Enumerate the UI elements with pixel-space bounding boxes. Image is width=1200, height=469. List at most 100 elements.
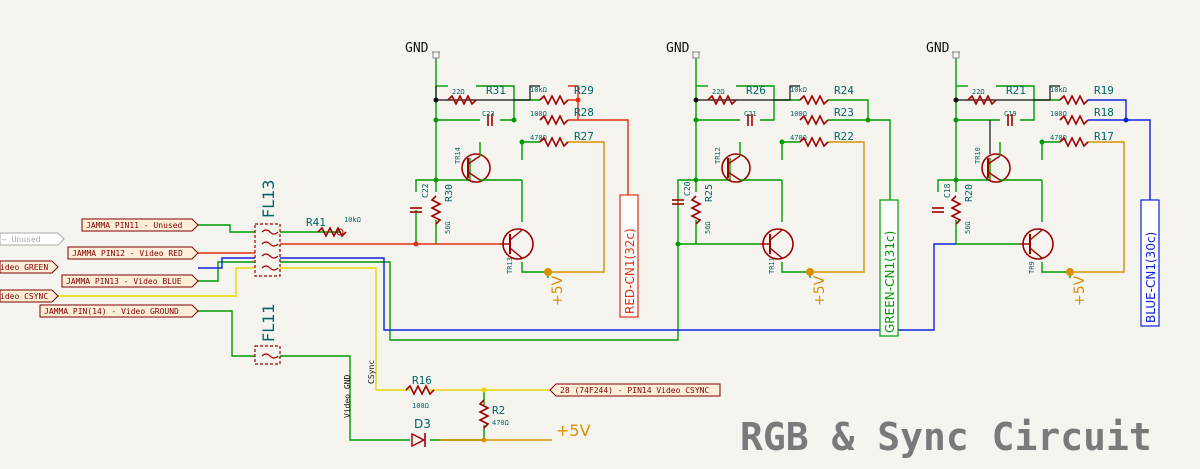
page-title: RGB & Sync Circuit bbox=[740, 415, 1152, 459]
svg-text:TR14: TR14 bbox=[454, 147, 462, 164]
svg-text:JAMMA PIN(14) - Video GROUND: JAMMA PIN(14) - Video GROUND bbox=[44, 307, 179, 316]
r25-ref: R25 bbox=[704, 184, 715, 202]
gnd-label: GND bbox=[666, 41, 690, 56]
output-label-blue: BLUE-CN1(30c) bbox=[1140, 199, 1160, 327]
capacitor-c19: C19 bbox=[1004, 110, 1017, 126]
orange-wires bbox=[440, 141, 1125, 441]
label-video-green: ideo GREEN bbox=[0, 260, 59, 274]
r19-value: 10kΩ bbox=[1050, 86, 1067, 94]
svg-text:TR13: TR13 bbox=[506, 257, 514, 274]
svg-text:C21: C21 bbox=[744, 110, 757, 118]
blue-wires bbox=[198, 99, 1151, 331]
svg-text:D3: D3 bbox=[414, 417, 431, 431]
r24-value: 10kΩ bbox=[790, 86, 807, 94]
capacitor-c18: C18 bbox=[932, 183, 952, 213]
r28-ref: R28 bbox=[574, 106, 594, 119]
r17-ref: R17 bbox=[1094, 130, 1114, 143]
label-csync-out: 28 (74F244) - PIN14 Video CSYNC bbox=[549, 383, 721, 397]
resistor-r24 bbox=[799, 95, 829, 105]
gnd-symbol-1: GND bbox=[405, 41, 441, 59]
r31-value: 22Ω bbox=[452, 88, 465, 96]
transistor-tr13: TR13 bbox=[500, 228, 534, 274]
r18-ref: R18 bbox=[1094, 106, 1114, 119]
r19-ref: R19 bbox=[1094, 84, 1114, 97]
r22-ref: R22 bbox=[834, 130, 854, 143]
net-video-gnd: Video GND bbox=[343, 374, 352, 418]
svg-text:R2: R2 bbox=[492, 404, 505, 417]
resistor-r29 bbox=[539, 95, 569, 105]
filter-fl13: FL13 bbox=[254, 180, 281, 277]
power-label: +5V bbox=[812, 275, 828, 306]
resistor-r30 bbox=[431, 195, 441, 225]
r17-value: 470Ω bbox=[1050, 134, 1067, 142]
green-output-wires bbox=[828, 99, 891, 200]
r30-ref: R30 bbox=[444, 184, 455, 202]
svg-text:JAMMA PIN11 - Unused: JAMMA PIN11 - Unused bbox=[86, 221, 183, 230]
svg-text:R16: R16 bbox=[412, 374, 432, 387]
r24-ref: R24 bbox=[834, 84, 854, 97]
resistor-r16: R16 100Ω bbox=[405, 374, 435, 410]
svg-text:ideo CSYNC: ideo CSYNC bbox=[0, 292, 48, 301]
label-jamma-pin14: JAMMA PIN(14) - Video GROUND bbox=[39, 304, 199, 318]
r26-ref: R26 bbox=[746, 84, 766, 97]
r27-ref: R27 bbox=[574, 130, 594, 143]
svg-text:RED-CN1(32c): RED-CN1(32c) bbox=[623, 228, 637, 314]
output-label-green: GREEN-CN1(31c) bbox=[879, 199, 899, 337]
r23-value: 100Ω bbox=[790, 110, 807, 118]
label-jamma-pin13: JAMMA PIN13 - Video BLUE bbox=[61, 274, 199, 288]
stage-blue: 22Ω R21 10kΩ R19 100Ω R18 470Ω R17 C19 T… bbox=[932, 84, 1114, 306]
svg-text:FL13: FL13 bbox=[259, 180, 278, 218]
transistor-tr14: TR14 bbox=[454, 142, 522, 183]
transistor-tr12: TR12 bbox=[714, 142, 782, 183]
r27-value: 470Ω bbox=[530, 134, 547, 142]
resistor-r19 bbox=[1059, 95, 1089, 105]
r28-value: 100Ω bbox=[530, 110, 547, 118]
net-csync: CSync bbox=[367, 360, 376, 384]
svg-text:C20: C20 bbox=[683, 181, 692, 196]
gnd-label: GND bbox=[926, 41, 950, 56]
svg-text:BLUE-CN1(30c): BLUE-CN1(30c) bbox=[1144, 232, 1158, 323]
svg-text:C19: C19 bbox=[1004, 110, 1017, 118]
r29-ref: R29 bbox=[574, 84, 594, 97]
svg-text:C22: C22 bbox=[421, 183, 430, 198]
r29-value: 10kΩ bbox=[530, 86, 547, 94]
svg-text:JAMMA PIN12 - Video RED: JAMMA PIN12 - Video RED bbox=[72, 249, 183, 258]
svg-text:TR10: TR10 bbox=[974, 147, 982, 164]
r23-ref: R23 bbox=[834, 106, 854, 119]
transistor-tr9: TR9 bbox=[1020, 228, 1054, 274]
r26-value: 22Ω bbox=[712, 88, 725, 96]
label-jamma-pin12: JAMMA PIN12 - Video RED bbox=[67, 246, 199, 260]
r20-ref: R20 bbox=[964, 184, 975, 202]
resistor-r2: R2 470Ω bbox=[479, 399, 509, 429]
transistor-tr10: TR10 bbox=[974, 120, 1042, 183]
svg-text:FL11: FL11 bbox=[259, 304, 278, 342]
r31-ref: R31 bbox=[486, 84, 506, 97]
black-wires bbox=[435, 85, 1060, 101]
diode-d3: D3 bbox=[411, 417, 431, 448]
r20-value: 56Ω bbox=[964, 221, 972, 234]
label-jamma-pin11: JAMMA PIN11 - Unused bbox=[81, 218, 199, 232]
svg-text:GREEN-CN1(31c): GREEN-CN1(31c) bbox=[883, 231, 897, 333]
r21-ref: R21 bbox=[1006, 84, 1026, 97]
capacitor-c20: C20 bbox=[672, 181, 692, 205]
capacitor-c23: C23 bbox=[482, 110, 495, 126]
svg-text:– Unused: – Unused bbox=[2, 235, 41, 244]
input-labels: – Unused JAMMA PIN11 - Unused JAMMA PIN1… bbox=[0, 218, 721, 397]
resistor-r25 bbox=[691, 195, 701, 225]
stage-green: 22Ω R26 10kΩ R24 100Ω R23 470Ω R22 C21 T… bbox=[672, 84, 854, 306]
svg-text:100Ω: 100Ω bbox=[412, 402, 429, 410]
r30-value: 56Ω bbox=[444, 221, 452, 234]
svg-text:JAMMA PIN13 - Video BLUE: JAMMA PIN13 - Video BLUE bbox=[66, 277, 182, 286]
power-label: +5V bbox=[1072, 275, 1088, 306]
svg-text:C23: C23 bbox=[482, 110, 495, 118]
gnd-label: GND bbox=[405, 41, 429, 56]
svg-text:TR12: TR12 bbox=[714, 147, 722, 164]
svg-text:TR11: TR11 bbox=[768, 257, 776, 274]
svg-text:C18: C18 bbox=[943, 183, 952, 198]
label-video-csync: ideo CSYNC bbox=[0, 289, 59, 303]
svg-text:R41: R41 bbox=[306, 216, 326, 229]
svg-text:10kΩ: 10kΩ bbox=[344, 216, 361, 224]
gnd-symbol-3: GND bbox=[926, 41, 961, 59]
